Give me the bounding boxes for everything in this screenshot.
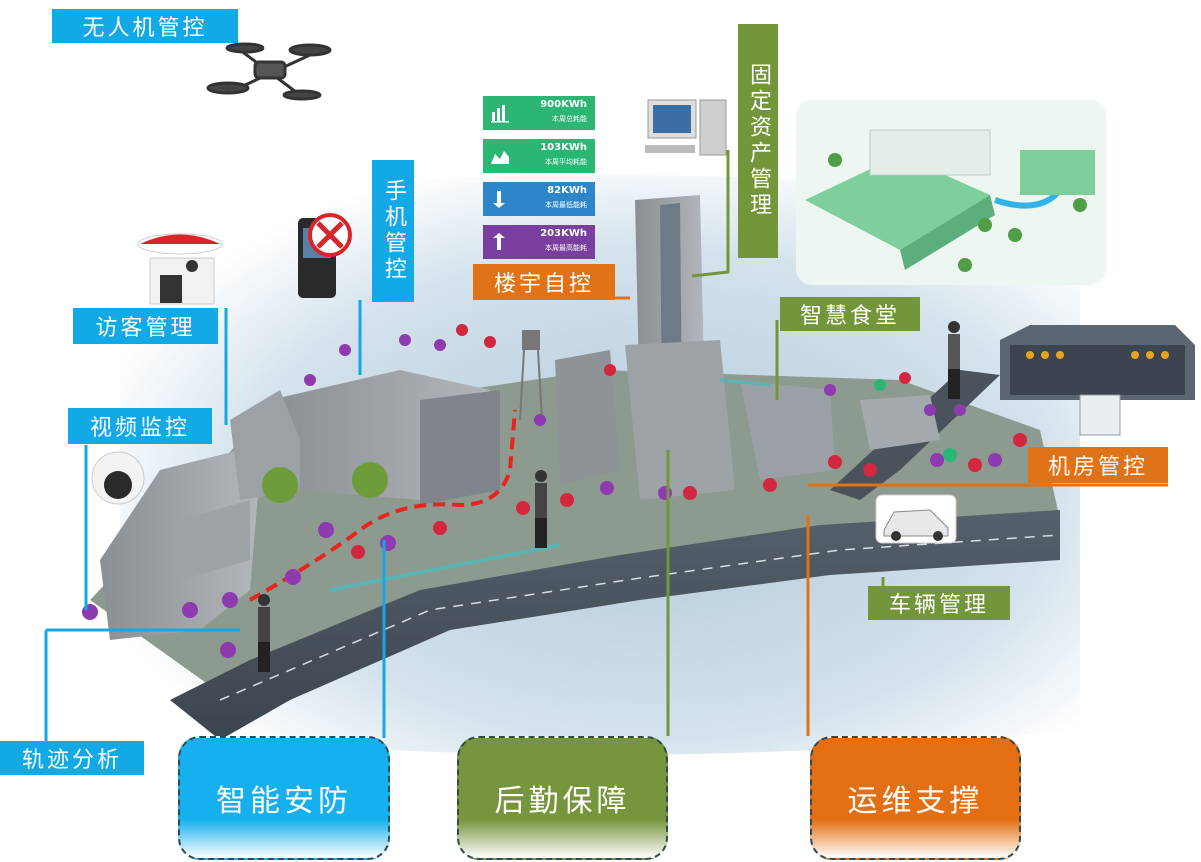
energy-min-card: 82KWh 本周最低能耗 — [483, 182, 595, 216]
visitor-kiosk-image — [137, 233, 223, 305]
energy-label: 本周平均耗能 — [545, 158, 587, 166]
server-room-image — [1000, 325, 1195, 436]
vehicle-label[interactable]: 车辆管理 — [868, 586, 1010, 620]
video-label[interactable]: 视频监控 — [68, 408, 212, 444]
car-image — [875, 494, 957, 544]
area-chart-icon — [491, 151, 509, 164]
bar-chart-icon — [491, 105, 509, 123]
road-marking — [219, 534, 1061, 701]
energy-label: 本周最低能耗 — [545, 201, 587, 209]
energy-total-card: 900KWh 本周总耗能 — [483, 96, 595, 130]
energy-value: 203KWh — [540, 228, 587, 239]
asset-office-image — [796, 100, 1106, 285]
main-road — [170, 510, 1060, 740]
right-building — [740, 380, 835, 480]
machine-room-label[interactable]: 机房管控 — [1028, 447, 1168, 483]
canteen-label[interactable]: 智慧食堂 — [780, 297, 920, 331]
phone-forbidden-image — [298, 213, 352, 298]
drone — [206, 42, 332, 101]
asset-label[interactable]: 固定资产管理 — [738, 24, 778, 258]
connector-lines — [44, 150, 1168, 742]
phone-label[interactable]: 手机管控 — [372, 160, 414, 302]
energy-max-card: 203KWh 本周最高能耗 — [483, 225, 595, 259]
energy-value: 103KWh — [540, 142, 587, 153]
track-label[interactable]: 轨迹分析 — [0, 741, 144, 775]
operations-category[interactable]: 运维支撑 — [810, 736, 1021, 860]
arrow-up-icon — [493, 233, 505, 250]
tree — [262, 467, 298, 503]
arrow-down-icon — [493, 191, 505, 208]
security-category[interactable]: 智能安防 — [178, 736, 390, 860]
person — [535, 470, 547, 548]
energy-average-card: 103KWh 本周平均耗能 — [483, 139, 595, 173]
computer-image — [645, 99, 727, 156]
building-label[interactable]: 楼宇自控 — [473, 264, 615, 300]
energy-value: 82KWh — [547, 185, 587, 196]
visitor-label[interactable]: 访客管理 — [73, 308, 218, 344]
water-tower — [522, 330, 540, 350]
person — [948, 321, 960, 399]
track-path — [249, 409, 517, 602]
energy-label: 本周最高能耗 — [545, 244, 587, 252]
tree — [352, 462, 388, 498]
person — [258, 594, 270, 672]
energy-value: 900KWh — [540, 99, 587, 110]
logistics-category[interactable]: 后勤保障 — [457, 736, 668, 860]
middle-building — [555, 350, 620, 485]
energy-label: 本周总耗能 — [552, 115, 587, 123]
dome-camera-image — [91, 451, 145, 505]
drone-label[interactable]: 无人机管控 — [52, 9, 238, 43]
